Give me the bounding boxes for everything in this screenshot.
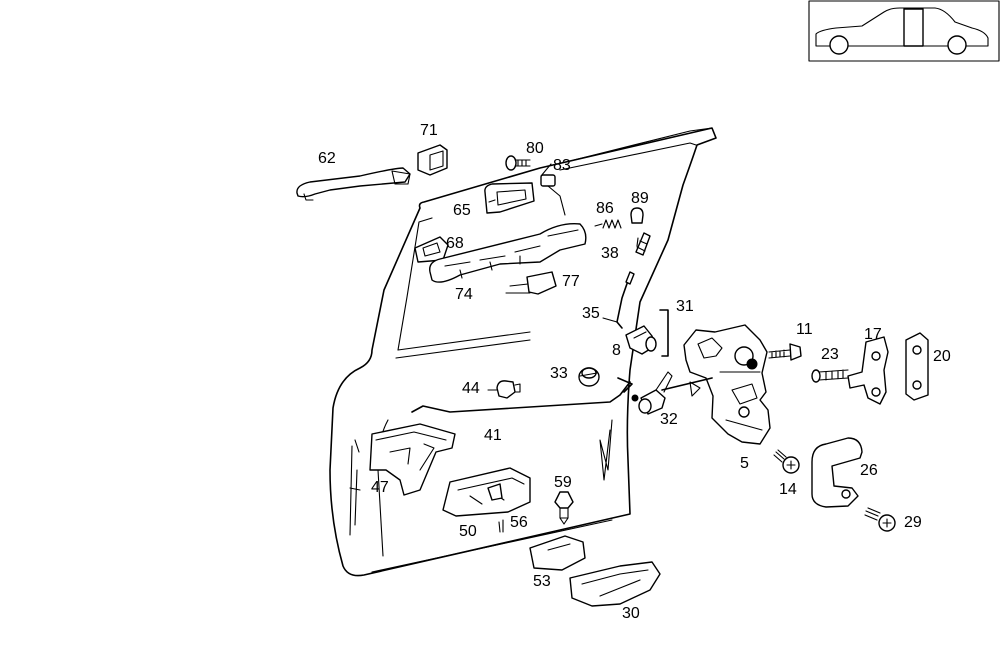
callout-77: 77: [562, 273, 580, 290]
part-86-spring: [602, 219, 622, 229]
callout-68: 68: [446, 235, 464, 252]
part-44-clip: [496, 380, 521, 399]
part-77-spring: [505, 271, 557, 295]
part-38-connector: [635, 232, 651, 256]
part-17-striker: [847, 336, 889, 405]
part-23-screw: [811, 369, 849, 383]
callout-5: 5: [740, 455, 749, 472]
callout-8: 8: [612, 342, 621, 359]
callout-56: 56: [510, 514, 528, 531]
callout-14: 14: [779, 481, 797, 498]
part-29-screw: [864, 507, 896, 532]
callout-29: 29: [904, 514, 922, 531]
callout-62: 62: [318, 150, 336, 167]
vehicle-locator-thumbnail: [808, 0, 1000, 62]
leader-lines: [487, 163, 639, 391]
callout-50: 50: [459, 523, 477, 540]
part-47-armrest-bracket: [369, 423, 456, 496]
callout-17: 17: [864, 326, 882, 343]
callout-71: 71: [420, 122, 438, 139]
callout-35: 35: [582, 305, 600, 322]
part-31-bracket: [659, 309, 669, 357]
part-20-shim: [905, 332, 929, 401]
callout-33: 33: [550, 365, 568, 382]
callout-30: 30: [622, 605, 640, 622]
part-26-bracket: [811, 437, 863, 508]
part-50-pocket: [442, 467, 531, 517]
part-59-clip: [554, 491, 574, 525]
part-71-cap: [417, 144, 448, 176]
part-14-screw: [773, 449, 800, 474]
callout-20: 20: [933, 348, 951, 365]
part-8-lock-cylinder: [625, 325, 657, 355]
callout-44: 44: [462, 380, 480, 397]
part-80-screw: [505, 155, 531, 171]
part-68-carrier: [414, 236, 449, 263]
callout-86: 86: [596, 200, 614, 217]
callout-80: 80: [526, 140, 544, 157]
callout-47: 47: [371, 479, 389, 496]
part-62-outer-handle: [296, 167, 411, 201]
callout-11: 11: [796, 321, 813, 338]
part-89-cap: [630, 207, 644, 224]
part-65-grip: [484, 182, 535, 214]
part-11-screw: [768, 343, 802, 361]
callout-53: 53: [533, 573, 551, 590]
part-74-handle-frame: [429, 223, 587, 283]
part-56-pin: [498, 519, 504, 533]
callout-41: 41: [484, 427, 502, 444]
part-53-cover: [529, 535, 586, 571]
part-30-trim: [569, 561, 661, 607]
callout-83: 83: [553, 157, 571, 174]
callout-38: 38: [601, 245, 619, 262]
part-5-door-lock: [683, 324, 771, 445]
callout-32: 32: [660, 411, 678, 428]
part-83-sleeve: [540, 174, 566, 216]
part-41-control-rod: [411, 377, 633, 413]
callout-23: 23: [821, 346, 839, 363]
part-32-rod-end: [631, 371, 713, 415]
part-33-grommet: [578, 367, 600, 387]
callout-65: 65: [453, 202, 471, 219]
callout-26: 26: [860, 462, 878, 479]
part-35-rod: [616, 271, 635, 329]
callout-59: 59: [554, 474, 572, 491]
callout-31: 31: [676, 298, 694, 315]
callout-labels: 62 71 80 83 65 86 89 68 38 74 77 35 31 1…: [318, 122, 951, 622]
callout-74: 74: [455, 286, 473, 303]
callout-89: 89: [631, 190, 649, 207]
